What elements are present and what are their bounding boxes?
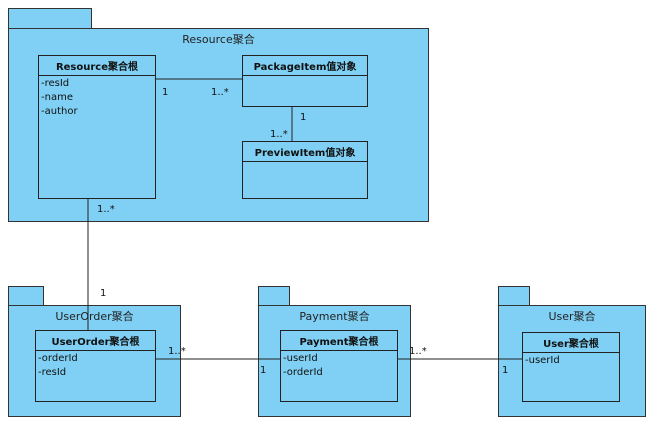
class-packageitem[interactable]: PackageItem值对象 bbox=[242, 55, 368, 107]
class-user[interactable]: User聚合根 -userId bbox=[522, 332, 620, 402]
class-previewitem[interactable]: PreviewItem值对象 bbox=[242, 141, 368, 199]
class-resource-name: Resource聚合根 bbox=[39, 56, 155, 76]
mult-order-pay-order: 1..* bbox=[168, 346, 186, 357]
class-payment-name: Payment聚合根 bbox=[281, 331, 397, 351]
user-package-title: User聚合 bbox=[548, 310, 596, 323]
mult-res-order-order: 1 bbox=[100, 288, 106, 299]
mult-res-pkg-src: 1 bbox=[162, 87, 168, 98]
resource-package-title: Resource聚合 bbox=[182, 33, 255, 46]
mult-pkg-prev-src: 1 bbox=[300, 112, 306, 123]
mult-pay-user-pay: 1..* bbox=[409, 346, 427, 357]
class-userorder-name: UserOrder聚合根 bbox=[36, 331, 155, 351]
class-userorder-attr: -resId bbox=[38, 367, 67, 378]
mult-res-order-res: 1..* bbox=[97, 204, 115, 215]
mult-order-pay-pay: 1 bbox=[260, 365, 266, 376]
class-user-name: User聚合根 bbox=[523, 333, 619, 353]
userorder-package-title: UserOrder聚合 bbox=[55, 310, 134, 323]
class-payment-attr: -orderId bbox=[283, 367, 323, 378]
mult-res-pkg-dst: 1..* bbox=[211, 87, 229, 98]
class-resource[interactable]: Resource聚合根 -resId -name -author bbox=[38, 55, 156, 199]
class-userorder-attr: -orderId bbox=[38, 353, 78, 364]
mult-pay-user-user: 1 bbox=[502, 365, 508, 376]
class-userorder[interactable]: UserOrder聚合根 -orderId -resId bbox=[35, 330, 156, 402]
payment-package-title: Payment聚合 bbox=[299, 310, 370, 323]
class-payment[interactable]: Payment聚合根 -userId -orderId bbox=[280, 330, 398, 402]
class-previewitem-name: PreviewItem值对象 bbox=[243, 142, 367, 162]
class-user-attr: -userId bbox=[525, 355, 560, 366]
class-resource-attr: -resId bbox=[41, 78, 70, 89]
class-payment-attr: -userId bbox=[283, 353, 318, 364]
class-packageitem-name: PackageItem值对象 bbox=[243, 56, 367, 76]
mult-pkg-prev-dst: 1..* bbox=[270, 129, 288, 140]
class-resource-attr: -author bbox=[41, 106, 78, 117]
class-resource-attr: -name bbox=[41, 92, 73, 103]
